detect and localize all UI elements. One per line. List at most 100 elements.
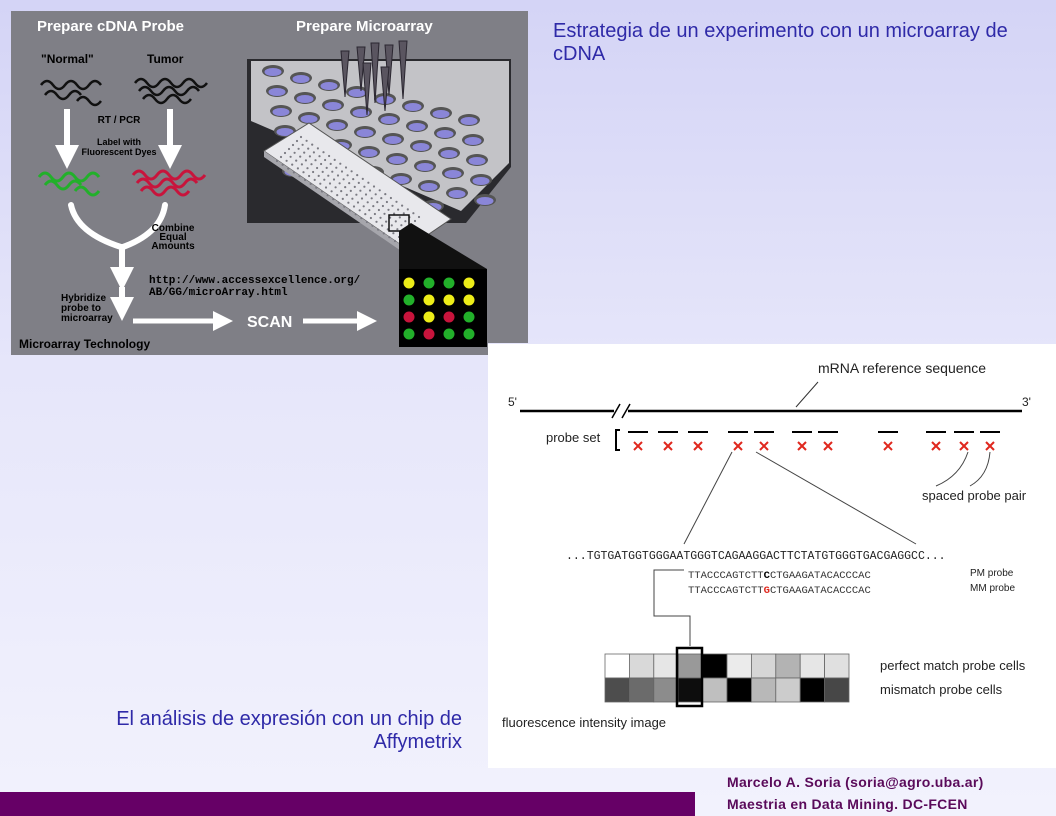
zoom-wedge [399, 223, 487, 273]
slide-spot [309, 182, 312, 185]
slide-spot [340, 170, 344, 173]
plate-well [384, 136, 402, 144]
slide-spot [364, 213, 367, 216]
slide-spot [366, 201, 369, 204]
slide-spot [328, 182, 332, 185]
slide-spot [331, 170, 334, 173]
normal-labeled-cdna [37, 171, 101, 197]
scan-spot-red [403, 311, 415, 323]
label-combine-3: Amounts [151, 241, 195, 252]
reference-sequence: ...TGTGATGGTGGGAATGGGTCAGAAGGACTTCTATGTG… [566, 550, 946, 563]
plate-well [324, 102, 342, 110]
slide-spot [374, 193, 377, 196]
slide-spot [365, 220, 368, 224]
heading-prepare-microarray: Prepare Microarray [296, 18, 433, 35]
figure-footer: Microarray Technology [19, 337, 150, 351]
slide-spot [287, 167, 290, 170]
slide-spot [404, 220, 407, 223]
slide-spot [335, 166, 338, 169]
scan-spot-green [463, 328, 475, 340]
slide-spot [319, 182, 322, 185]
slide-spot [413, 219, 417, 223]
plate-well [448, 190, 466, 198]
slide-spot [377, 228, 380, 231]
author-line: Marcelo A. Soria (soria@agro.uba.ar) [727, 774, 984, 790]
microarray-figure: Prepare cDNA Probe Prepare Microarray "N… [11, 11, 528, 355]
probe-x-mark [883, 441, 893, 451]
label-normal: "Normal" [41, 52, 94, 66]
plate-well [416, 163, 434, 171]
slide-spot [343, 205, 346, 208]
author-credit: Marcelo A. Soria (soria@agro.uba.ar) Mae… [727, 771, 984, 815]
slide-spot [306, 167, 309, 170]
scan-spot-green [443, 328, 455, 340]
plate-well [264, 68, 282, 76]
pm-cells-label: perfect match probe cells [880, 658, 1026, 673]
slide-title-top: Estrategia de un experimento con un micr… [553, 20, 1008, 65]
slide-spot [393, 212, 396, 215]
plate-well [296, 95, 314, 103]
pipette-tips [340, 40, 408, 116]
slide-spot [308, 155, 311, 158]
scan-spot-yellow [443, 294, 455, 306]
plate-well [356, 129, 374, 137]
plate-well [360, 149, 378, 157]
scan-spot-yellow [463, 294, 475, 306]
mm-probe-cell [628, 677, 655, 703]
pm-probe-cell [750, 653, 777, 679]
probe-set-label: probe set [546, 430, 601, 445]
slide-spot [372, 205, 375, 208]
slide-spot [381, 204, 384, 208]
source-url-line1: http://www.accessexcellence.org/ [149, 275, 361, 287]
slide-spot [344, 186, 347, 189]
plate-well [272, 108, 290, 116]
scan-spot-yellow [463, 277, 475, 289]
mm-probe-cell [653, 677, 679, 703]
probe-x-mark [823, 441, 833, 451]
label-scan: SCAN [247, 314, 292, 331]
slide-spot [340, 190, 343, 193]
mm-cells-label: mismatch probe cells [880, 682, 1003, 697]
slide-spot [301, 143, 304, 146]
probe-x-mark [759, 441, 769, 451]
slide-spot [281, 163, 284, 166]
slide-spot [332, 198, 335, 201]
plate-well [348, 89, 366, 97]
slide-spot [325, 166, 328, 169]
slide-spot [384, 193, 387, 196]
scan-spot-green [403, 328, 415, 340]
slide-spot [394, 220, 397, 223]
plate-well [276, 128, 294, 136]
normal-rna-squiggle [40, 79, 102, 107]
scan-spot-red [423, 328, 435, 340]
probe-x-mark [663, 441, 673, 451]
tumor-rna-squiggle [134, 77, 208, 105]
label-hybridize-3: microarray [61, 313, 113, 324]
slide-spot [300, 163, 303, 166]
slide-spot [292, 171, 295, 174]
slide-spot [402, 212, 405, 215]
slide-spot [348, 182, 351, 185]
plate-well [352, 109, 370, 117]
plate-well [268, 88, 286, 96]
slide-spot [358, 209, 361, 212]
slide-spot [330, 190, 333, 193]
slide-spot [344, 166, 348, 169]
slide-spot [312, 170, 315, 174]
slide-spot [380, 197, 383, 200]
plate-well [468, 157, 486, 165]
slide-spot [317, 174, 320, 177]
slide-spot [354, 213, 357, 216]
scan-spot-green [443, 277, 455, 289]
slide-spot [299, 135, 303, 139]
slide-spot [401, 204, 404, 207]
slide-spot [395, 200, 398, 203]
slide-spot [385, 220, 388, 223]
slide-spot [305, 139, 308, 142]
slide-spot [347, 201, 350, 204]
plate-well [380, 116, 398, 124]
plate-well [328, 122, 346, 130]
glass-slide [263, 122, 452, 255]
slide-spot [412, 212, 415, 215]
scan-spot-green [423, 277, 435, 289]
